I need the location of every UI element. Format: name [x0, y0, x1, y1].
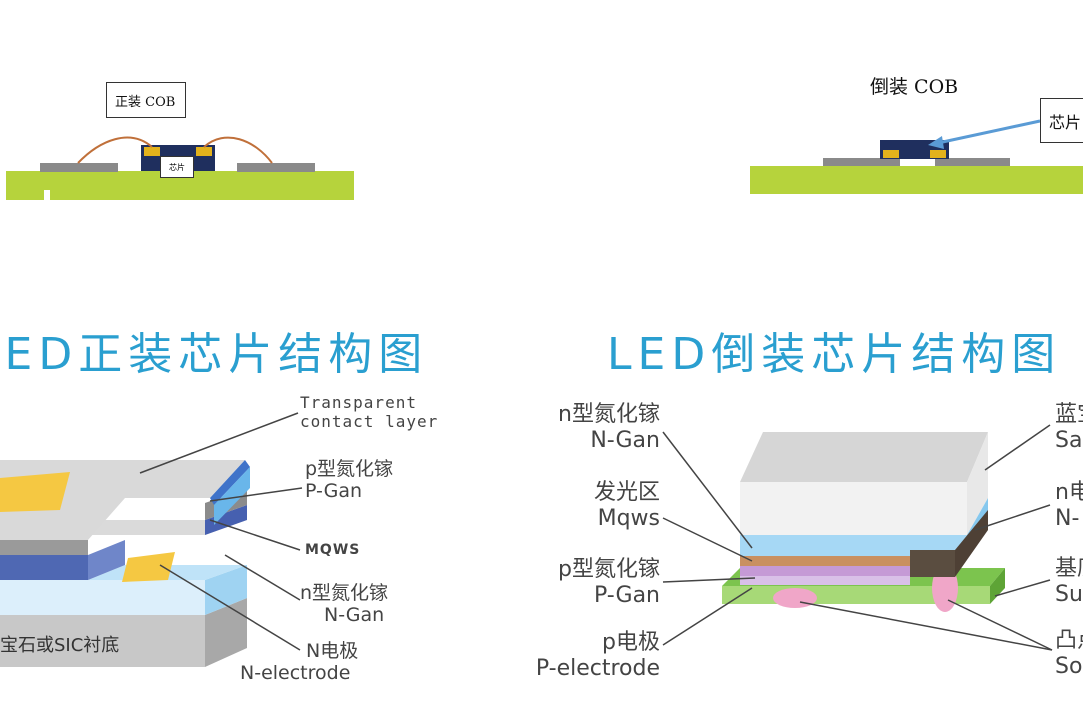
- ann-mqws: MQWS: [305, 542, 361, 558]
- leader-mqws: [209, 519, 301, 551]
- cob-chip-pad-a: [144, 147, 160, 156]
- r-ann-nelectrode: n电 N-: [1055, 480, 1083, 532]
- ann-pgan-en: P-Gan: [305, 480, 362, 503]
- r-ann-pgan-cn: p型氮化镓: [558, 557, 660, 582]
- r-ann-solder-cn: 凸点: [1055, 628, 1083, 653]
- r-ann-solder-en: So: [1055, 653, 1083, 679]
- cob-pad-right-b: [935, 158, 1010, 166]
- ann-ngan-en: N-Gan: [324, 604, 385, 627]
- solder-bump-left: [773, 588, 817, 608]
- r-leader-solder-a: [799, 601, 1053, 651]
- cob-chip-pad-b: [196, 147, 212, 156]
- r-leader-mqws: [662, 517, 753, 562]
- r-ann-mqws-cn: 发光区: [593, 480, 660, 505]
- ann-transparent-line2: contact layer: [300, 411, 439, 431]
- leader-pgan: [209, 487, 303, 502]
- r-ann-ngan-cn: n型氮化镓: [558, 402, 660, 427]
- ann-nelectrode-cn: N电极: [306, 640, 359, 662]
- callout-arrow-line: [937, 119, 1041, 145]
- r-ann-nelectrode-en: N-: [1055, 505, 1080, 531]
- ann-pgan: p型氮化镓 P-Gan: [305, 458, 393, 503]
- flip-bump-a: [883, 150, 899, 158]
- submount-side: [990, 568, 1005, 604]
- leader-ngan: [224, 554, 301, 601]
- ann-nelectrode: N电极 N-electrode: [240, 640, 358, 685]
- cob-pad-right-a: [823, 158, 900, 166]
- r-leader-ngan: [662, 431, 753, 549]
- top-blue-edge: [210, 460, 250, 505]
- cob-pad-right: [237, 163, 315, 172]
- r-ann-submount-cn: 基底: [1055, 556, 1083, 581]
- r-ann-nelectrode-cn: n电: [1055, 480, 1083, 505]
- cob-substrate-right: [750, 166, 1083, 194]
- cob-pad-left: [40, 163, 118, 172]
- chip-sapphire-front: [740, 482, 967, 535]
- chip-top: [740, 432, 988, 482]
- mqw-side: [205, 505, 247, 535]
- p-pad: [0, 472, 70, 512]
- r-leader-pgan: [662, 577, 756, 583]
- cob-notch: [44, 190, 50, 200]
- r-ann-sapphire-cn: 蓝宝: [1055, 402, 1083, 427]
- ann-transparent: Transparent contact layer: [300, 393, 439, 432]
- flip-chip-callout: 芯片: [1040, 98, 1083, 143]
- mqw-front: [0, 555, 88, 580]
- mqw-step: [88, 540, 125, 580]
- chip-pgan-front: [740, 566, 910, 576]
- bond-wire-right: [203, 136, 273, 164]
- r-ann-ngan: n型氮化镓 N-Gan: [540, 402, 660, 454]
- r-leader-pelec: [662, 587, 753, 646]
- r-ann-sapphire-en: Sa: [1055, 427, 1083, 453]
- top-right-edge: [214, 467, 250, 525]
- r-ann-pelectrode-en: P-electrode: [535, 655, 660, 681]
- r-leader-sub: [994, 579, 1051, 597]
- leader-nelec: [159, 564, 301, 651]
- r-ann-ngan-en: N-Gan: [590, 427, 660, 453]
- r-ann-pelectrode: p电极 P-electrode: [510, 630, 660, 682]
- r-ann-pgan-en: P-Gan: [594, 582, 660, 608]
- ann-pgan-cn: p型氮化镓: [305, 458, 394, 480]
- r-ann-mqws-en: Mqws: [597, 505, 660, 531]
- pgan-front: [0, 540, 88, 555]
- chip-nelec-block: [910, 550, 955, 577]
- r-ann-sapphire: 蓝宝 Sa: [1055, 402, 1083, 454]
- r-ann-pgan: p型氮化镓 P-Gan: [540, 557, 660, 609]
- flip-bump-b: [930, 150, 946, 158]
- r-leader-sapphire: [984, 424, 1051, 471]
- ann-ngan: n型氮化镓 N-Gan: [300, 582, 388, 627]
- chip-pelec-front: [740, 576, 910, 585]
- r-leader-nelec: [974, 504, 1051, 531]
- ann-substrate: 宝石或SIC衬底: [0, 635, 120, 656]
- r-ann-submount-en: Su: [1055, 581, 1083, 607]
- bond-wire-left: [77, 136, 153, 164]
- r-ann-pelectrode-cn: p电极: [602, 630, 660, 655]
- ngan-front: [0, 580, 205, 615]
- sub-front: [0, 615, 205, 667]
- ann-nelectrode-en: N-electrode: [240, 662, 351, 685]
- r-ann-solder: 凸点 So: [1055, 628, 1083, 680]
- r-leader-solder-b: [947, 599, 1053, 651]
- cob-face-up-label: 正装 COB: [106, 82, 186, 118]
- callout-arrowhead: [928, 136, 944, 149]
- cob-chip-tag-left: 芯片: [160, 156, 194, 178]
- chip-mqw-front: [740, 556, 910, 566]
- flip-structure-title: LED倒装芯片结构图: [607, 329, 1062, 380]
- flip-cob-title: 倒装 COB: [870, 76, 959, 98]
- r-ann-mqws: 发光区 Mqws: [540, 480, 660, 532]
- chip-sapphire-side: [967, 432, 988, 535]
- n-pad: [122, 552, 175, 582]
- ann-ngan-cn: n型氮化镓: [300, 582, 389, 604]
- ann-transparent-line1: Transparent: [300, 393, 417, 412]
- r-ann-submount: 基底 Su: [1055, 556, 1083, 608]
- chip-nelec-side: [955, 510, 988, 577]
- ngan-side: [205, 565, 247, 615]
- leader-transparent: [139, 412, 299, 474]
- sub-side: [205, 598, 247, 667]
- face-up-structure-title: LED正装芯片结构图: [0, 329, 429, 380]
